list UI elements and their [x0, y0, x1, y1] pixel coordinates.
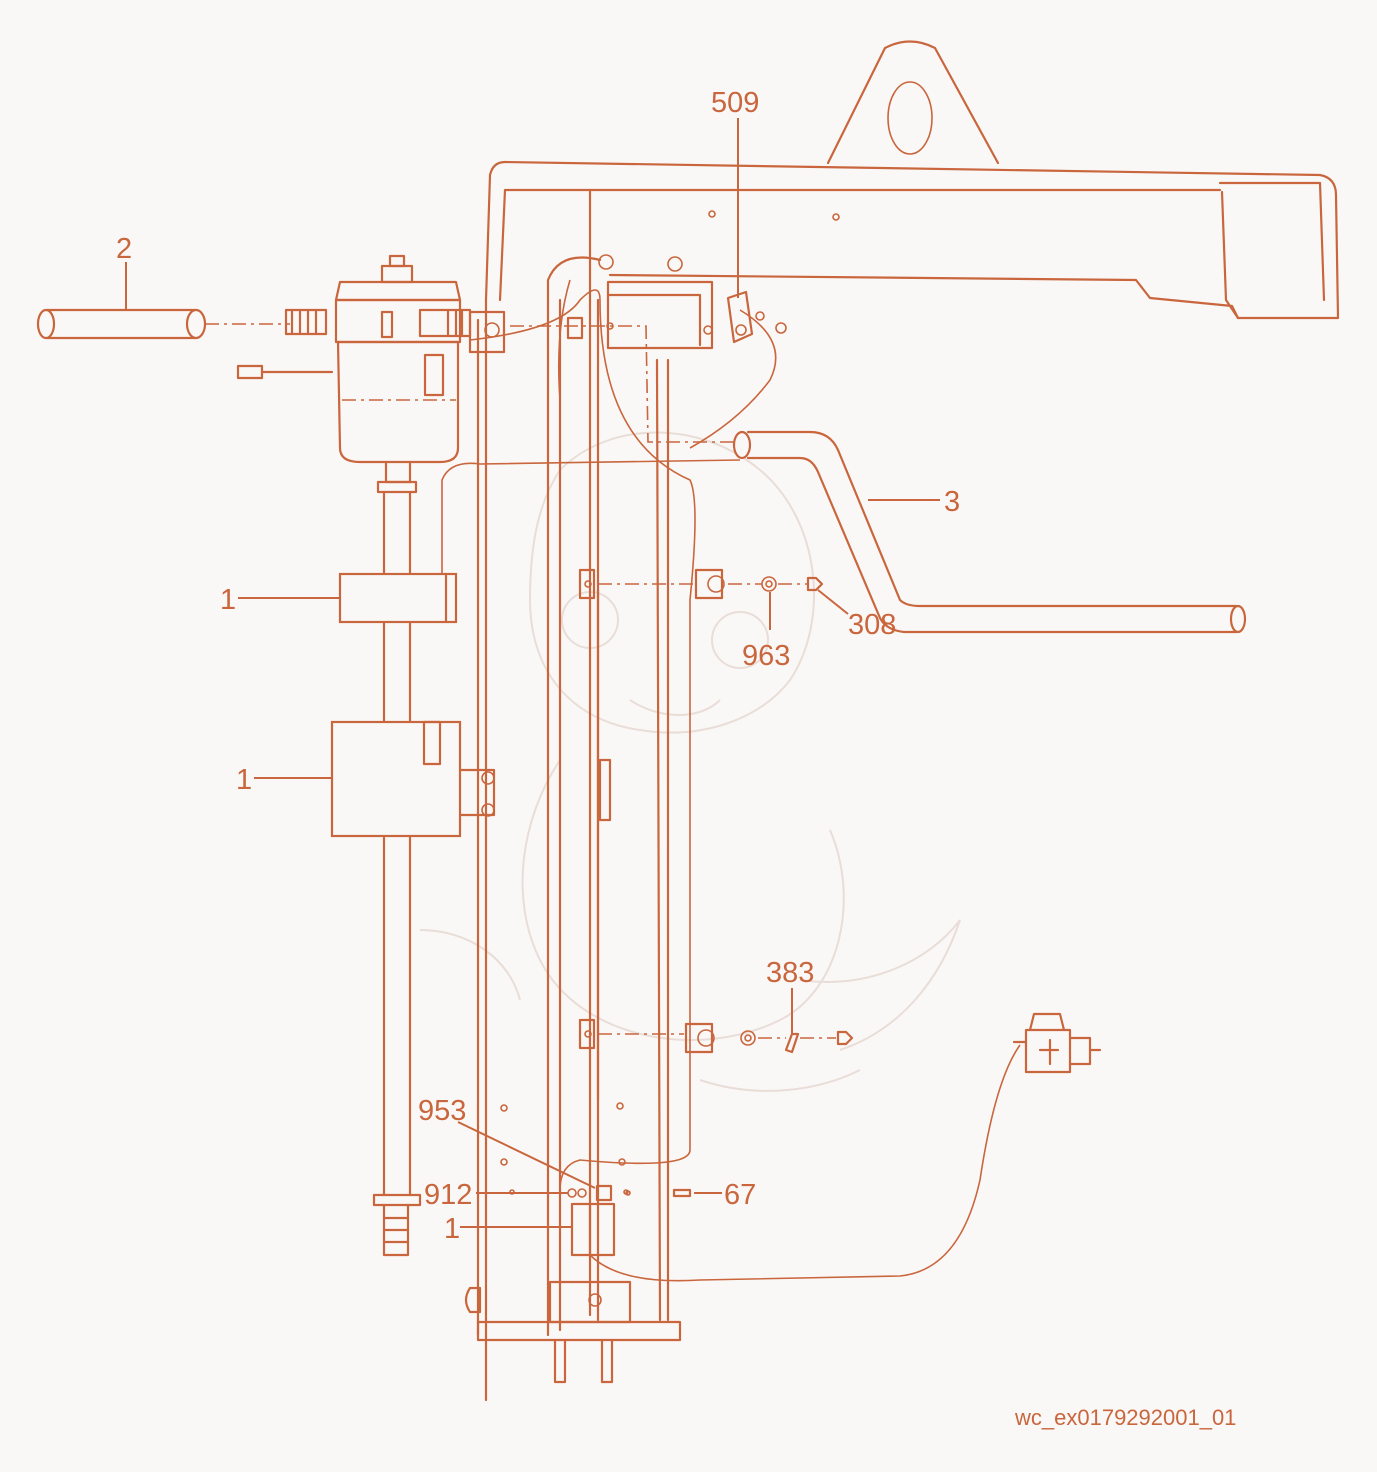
callout-2: 2 — [116, 233, 132, 265]
watermark-dragon — [419, 431, 961, 1092]
callout-953: 953 — [418, 1095, 466, 1127]
cable-runs — [441, 279, 1021, 1282]
tube-part-2 — [36, 308, 334, 380]
mounting-set-lower — [578, 1018, 854, 1054]
callout-1-upper: 1 — [220, 584, 236, 616]
callout-1-middle: 1 — [236, 764, 252, 796]
callout-509: 509 — [711, 87, 759, 119]
main-frame — [464, 40, 1340, 1402]
callout-383: 383 — [766, 957, 814, 989]
callout-912: 912 — [424, 1179, 472, 1211]
figure-id: wc_ex0179292001_01 — [1014, 1405, 1236, 1430]
lower-small-parts — [567, 1184, 692, 1257]
clamp-509 — [726, 290, 787, 344]
callout-1-lower: 1 — [444, 1213, 460, 1245]
valve-right — [1012, 1012, 1102, 1074]
callout-963: 963 — [742, 640, 790, 672]
hose-part-3 — [510, 325, 1247, 634]
leader-lines — [125, 118, 940, 1228]
callout-308: 308 — [848, 609, 896, 641]
callout-67: 67 — [724, 1179, 756, 1211]
top-bracket — [566, 280, 714, 350]
rod-assembly — [330, 490, 496, 1257]
pump-assembly — [284, 254, 506, 494]
mounting-set-upper — [578, 568, 824, 600]
callout-3: 3 — [944, 486, 960, 518]
callout-labels: 2 509 3 1 963 308 1 383 953 912 67 1 wc_… — [116, 87, 1236, 1430]
